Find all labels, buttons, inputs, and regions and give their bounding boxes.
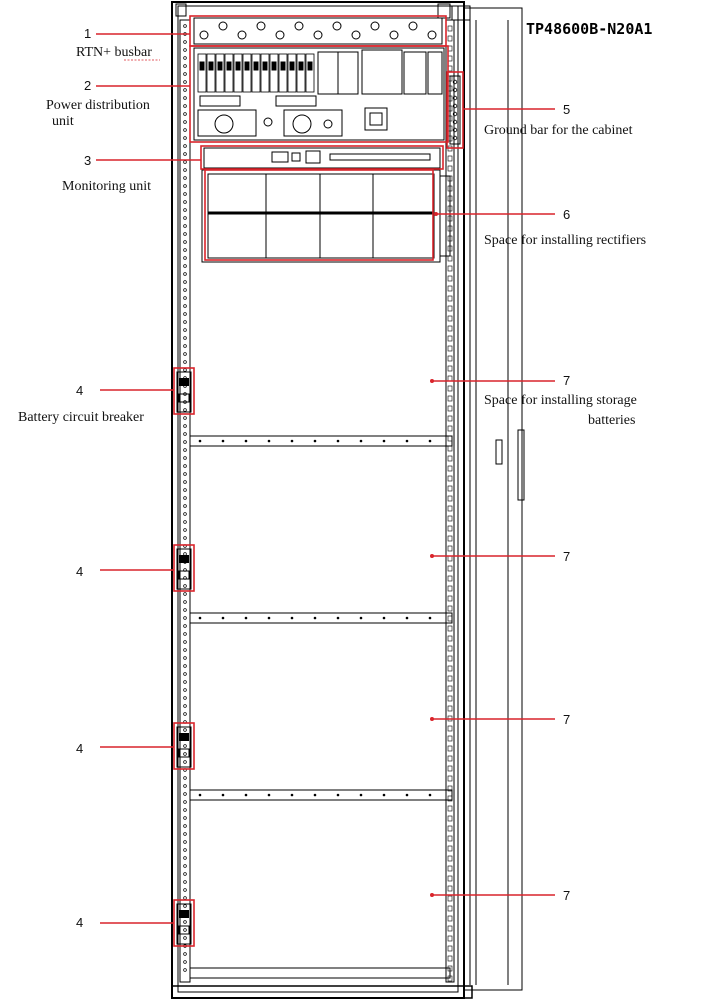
- callout-4-number-4: 4: [76, 915, 83, 930]
- callout-7-label-line1: Space for installing storage: [484, 393, 637, 408]
- highlight-rectifiers: [204, 169, 434, 261]
- highlight-ground-bar: [446, 71, 464, 149]
- right-rail: [445, 19, 455, 983]
- cabinet-base: [171, 985, 473, 999]
- callout-7-label-line2: batteries: [588, 413, 635, 428]
- ground-bar: [449, 75, 461, 145]
- left-rail-holes: [183, 24, 187, 972]
- highlight-pdu: [189, 45, 449, 143]
- callout-7-number-1: 7: [563, 373, 570, 388]
- rtn-busbar: [193, 17, 443, 45]
- model-title: TP48600B-N20A1: [526, 20, 652, 38]
- rectifier-bay: [201, 169, 451, 263]
- callout-4-label: Battery circuit breaker: [18, 410, 144, 425]
- callout-7-number-2: 7: [563, 549, 570, 564]
- highlight-monitoring: [200, 145, 444, 170]
- callout-3-number: 3: [84, 153, 91, 168]
- callout-5-label: Ground bar for the cabinet: [484, 123, 633, 138]
- bottom-shelf: [189, 967, 451, 979]
- busbar-holes: [199, 21, 437, 40]
- cabinet-door: [463, 7, 525, 991]
- callout-3-label: Monitoring unit: [62, 179, 151, 194]
- cabinet-inner-frame: [177, 5, 459, 993]
- callout-1-label: RTN+ busbar: [76, 45, 152, 60]
- callout-4-number-1: 4: [76, 383, 83, 398]
- highlight-breaker-2: [173, 544, 195, 592]
- callout-2-label-line2: unit: [52, 114, 74, 129]
- breaker-row: [197, 53, 315, 93]
- callout-6-number: 6: [563, 207, 570, 222]
- right-rail-holes: [447, 25, 453, 982]
- leader-dots: [430, 212, 438, 897]
- callout-7-number-3: 7: [563, 712, 570, 727]
- callout-2-label-line1: Power distribution: [46, 98, 150, 113]
- highlight-breaker-1: [173, 367, 195, 415]
- highlight-breaker-3: [173, 722, 195, 770]
- battery-breakers: [176, 371, 192, 945]
- callout-7-number-4: 7: [563, 888, 570, 903]
- monitoring-unit: [203, 147, 441, 169]
- top-hardware: [175, 3, 471, 21]
- battery-shelves: [189, 435, 453, 801]
- callout-6-label: Space for installing rectifiers: [484, 233, 646, 248]
- callout-2-number: 2: [84, 78, 91, 93]
- left-rail: [179, 19, 191, 983]
- callout-4-number-2: 4: [76, 564, 83, 579]
- callout-1-number: 1: [84, 26, 91, 41]
- callout-5-number: 5: [563, 102, 570, 117]
- power-distribution-unit: [193, 47, 445, 141]
- highlight-boxes: [173, 15, 464, 947]
- leader-lines: [96, 33, 555, 924]
- callout-4-number-3: 4: [76, 741, 83, 756]
